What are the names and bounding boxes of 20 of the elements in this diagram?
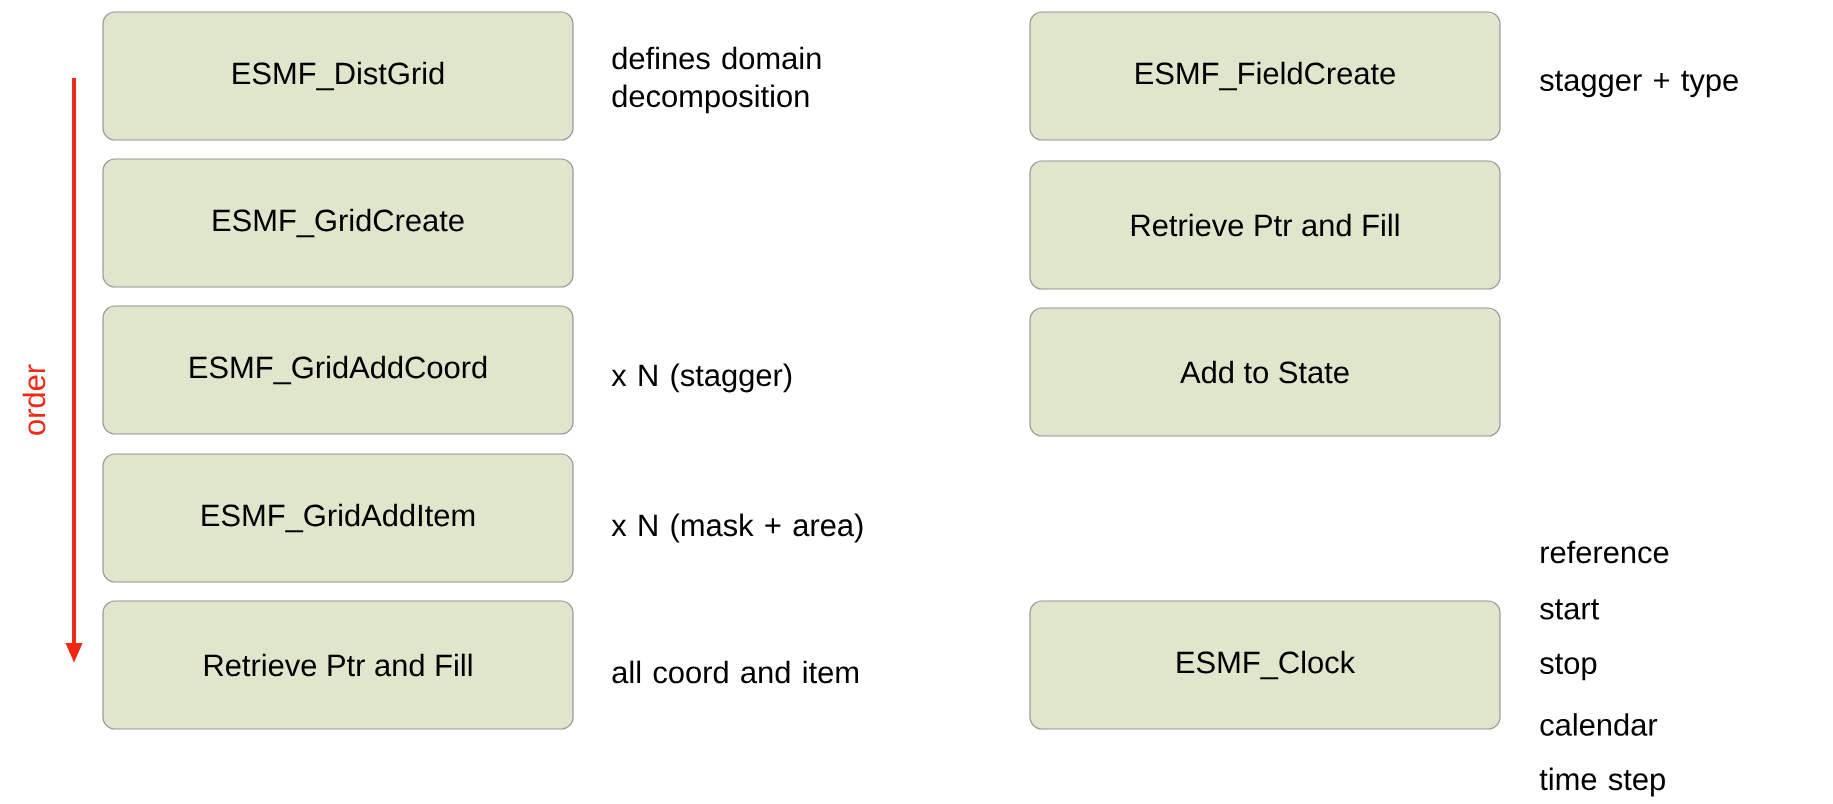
- annotation-text: stop: [1540, 653, 1597, 681]
- annotation-text: defines domain decomposition: [612, 46, 821, 114]
- process-box: ESMF_Clock: [1029, 600, 1501, 730]
- process-box: Retrieve Ptr and Fill: [1029, 160, 1501, 290]
- annotation-text: start: [1540, 599, 1600, 620]
- process-box: Retrieve Ptr and Fill: [102, 600, 574, 730]
- process-box: Add to State: [1029, 307, 1501, 437]
- process-box: ESMF_GridCreate: [102, 158, 574, 288]
- annotation-text: reference: [1541, 540, 1669, 564]
- process-box: ESMF_DistGrid: [102, 11, 574, 141]
- axis-label: order: [22, 364, 46, 435]
- process-box: ESMF_GridAddItem: [102, 453, 574, 583]
- annotation-text: x N (stagger): [611, 363, 792, 393]
- annotation-text: all coord and item: [612, 660, 858, 684]
- process-box: ESMF_FieldCreate: [1029, 11, 1501, 141]
- annotation-text: calendar: [1540, 713, 1658, 736]
- annotation-text: x N (mask + area): [611, 513, 863, 543]
- annotation-text: time step: [1539, 767, 1665, 797]
- process-box: ESMF_GridAddCoord: [102, 305, 574, 435]
- annotation-text: stagger + type: [1540, 70, 1738, 98]
